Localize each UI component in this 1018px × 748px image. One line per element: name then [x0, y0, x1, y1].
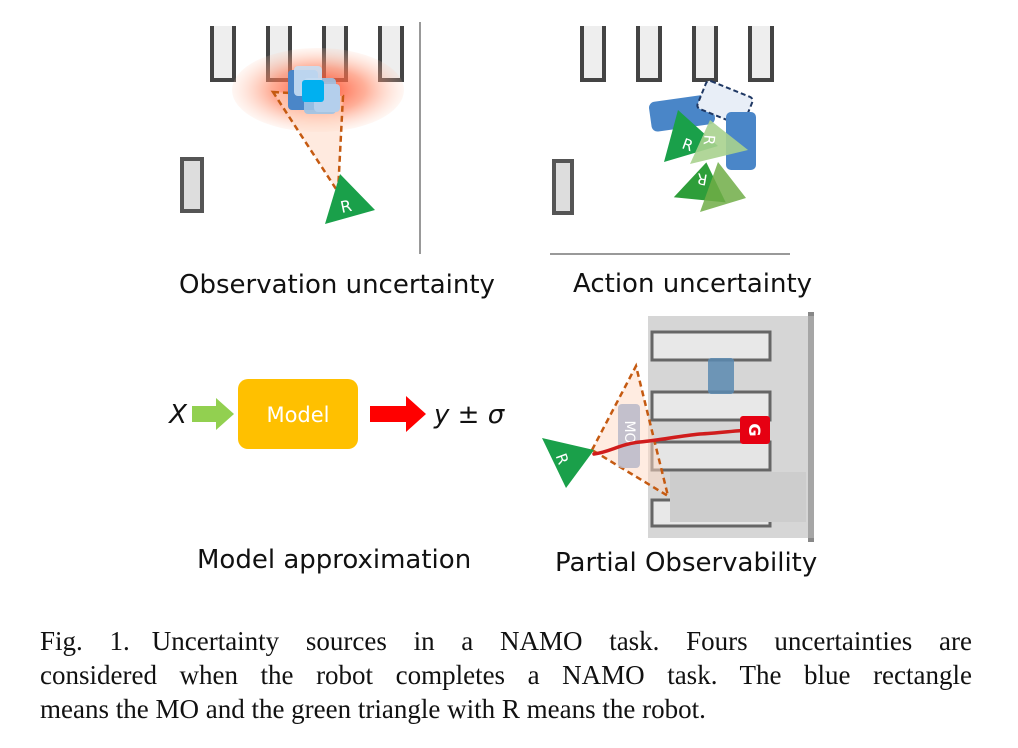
action-uncertainty-caption: Action uncertainty	[573, 269, 813, 299]
goal-marker	[740, 416, 770, 444]
model-approximation-panel: X Model y ± σ	[167, 379, 506, 449]
caption-line-2: considered when the robot completes a NA…	[40, 660, 972, 690]
mo-label: MO	[621, 420, 637, 443]
robot-icon	[542, 438, 594, 488]
goal-label: G	[745, 423, 764, 436]
robot-label-2: R	[700, 134, 719, 146]
model-input-label: X	[167, 400, 188, 430]
robot-samples	[664, 110, 748, 212]
model-box-label: Model	[266, 403, 329, 427]
partial-observability-panel: MO G R	[542, 312, 814, 542]
partial-observability-caption: Partial Observability	[555, 548, 818, 578]
action-uncertainty-panel: R R R	[550, 26, 790, 255]
observation-uncertainty-caption: Observation uncertainty	[179, 270, 495, 300]
model-box	[238, 379, 358, 449]
robot-path	[592, 428, 756, 456]
robot-label-3: R	[695, 169, 708, 189]
movable-obstacle	[708, 358, 734, 394]
figure-label: Fig. 1.	[40, 626, 130, 656]
robot-icon	[325, 174, 375, 224]
movable-obstacle-samples	[649, 79, 756, 170]
observation-uncertainty-panel: R	[180, 22, 421, 254]
output-arrow	[370, 396, 426, 432]
movable-obstacle-samples	[288, 66, 340, 114]
model-approximation-caption: Model approximation	[197, 545, 472, 575]
input-arrow	[192, 398, 234, 430]
robot-label: R	[339, 196, 354, 217]
caption-line-3: means the MO and the green triangle with…	[40, 694, 706, 724]
caption-line-1: Uncertainty sources in a NAMO task. Four…	[151, 626, 972, 656]
model-output-label: y ± σ	[433, 400, 506, 430]
figure-caption: Fig. 1. Uncertainty sources in a NAMO tas…	[40, 624, 972, 726]
